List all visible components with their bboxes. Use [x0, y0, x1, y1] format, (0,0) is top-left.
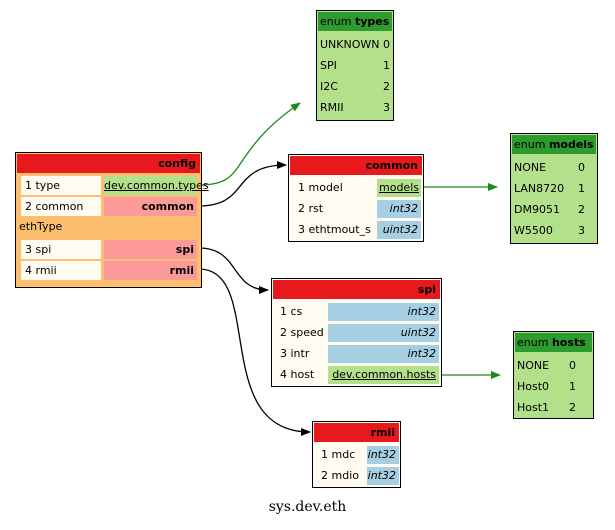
- rmii-field-label: 2 mdio: [316, 467, 366, 485]
- rmii-node: rmii 1 mdc int32 2 mdio int32: [312, 421, 401, 488]
- enum-value-number: 2: [578, 203, 585, 216]
- spi-field-type-link[interactable]: dev.common.hosts: [328, 366, 439, 384]
- common-title: common: [290, 156, 422, 175]
- spi-field-type: int32: [328, 345, 439, 363]
- edge-config-common-to-common: [198, 161, 287, 207]
- config-group-field-type: rmii: [104, 261, 197, 280]
- enum-prefix: enum: [517, 336, 549, 349]
- enum-name: hosts: [551, 336, 586, 349]
- enum-value-number: 0: [383, 38, 390, 51]
- enum-value-number: 2: [383, 80, 390, 93]
- spi-field-label: 2 speed: [275, 324, 327, 342]
- enum-value-number: 3: [578, 224, 585, 237]
- config-field-type-struct: common: [104, 197, 197, 216]
- enum-value-name: DM9051: [514, 203, 560, 216]
- enum-value-name: Host1: [517, 401, 550, 414]
- edge-config-rmii-to-rmii: [198, 268, 311, 436]
- spi-title: spi: [273, 280, 440, 299]
- common-field-label: 3 ethtmout_s: [292, 221, 376, 239]
- common-node: common 1 model models 2 rst int32 3 etht…: [288, 154, 424, 242]
- config-field-label: 2 common: [21, 197, 101, 216]
- spi-field-type: uint32: [328, 324, 439, 342]
- rmii-field-type: int32: [367, 467, 399, 485]
- config-node: config 1 type dev.common.types 2 common …: [15, 152, 209, 288]
- enum-value-name: LAN8720: [514, 182, 565, 195]
- common-field-label: 2 rst: [292, 200, 376, 218]
- enum-value-name: NONE: [514, 161, 547, 174]
- common-field-type: uint32: [377, 221, 421, 239]
- diagram-caption: sys.dev.eth: [268, 499, 347, 515]
- spi-field-label: 1 cs: [275, 303, 327, 321]
- spi-field-type: int32: [328, 303, 439, 321]
- spi-field-label: 3 intr: [275, 345, 327, 363]
- enum-prefix: enum: [320, 15, 352, 28]
- config-group-label: ethType: [19, 220, 63, 233]
- edge-config-spi-to-spi: [198, 247, 269, 294]
- enum-types-header: enum types: [318, 12, 392, 31]
- rmii-field-type: int32: [367, 446, 399, 464]
- enum-value-name: I2C: [320, 80, 338, 93]
- spi-node: spi 1 cs int32 2 speed uint32 3 intr int…: [271, 278, 442, 387]
- enum-value-name: W5500: [514, 224, 553, 237]
- config-group-field-label: 4 rmii: [21, 261, 101, 280]
- config-group-field-label: 3 spi: [21, 240, 101, 259]
- enum-prefix: enum: [514, 138, 546, 151]
- common-field-label: 1 model: [292, 179, 376, 197]
- enum-value-name: NONE: [517, 359, 550, 372]
- config-field-type-link[interactable]: dev.common.types: [104, 176, 209, 195]
- enum-value-number: 3: [383, 101, 390, 114]
- enum-value-number: 0: [578, 161, 585, 174]
- rmii-field-label: 1 mdc: [316, 446, 366, 464]
- enum-models-header: enum models: [512, 135, 596, 154]
- enum-value-name: SPI: [320, 59, 337, 72]
- enum-value-number: 1: [569, 380, 576, 393]
- rmii-title: rmii: [314, 423, 399, 442]
- edge-config-type-to-types: [198, 102, 301, 186]
- enum-value-name: UNKNOWN: [320, 38, 380, 51]
- enum-value-number: 1: [578, 182, 585, 195]
- enum-name: types: [354, 15, 390, 28]
- common-field-type-link[interactable]: models: [377, 179, 421, 197]
- spi-field-label: 4 host: [275, 366, 327, 384]
- enum-value-number: 2: [569, 401, 576, 414]
- config-field-label: 1 type: [21, 176, 101, 195]
- enum-value-number: 1: [383, 59, 390, 72]
- enum-models-node: enum models NONE 0 LAN8720 1 DM9051 2 W5…: [510, 133, 598, 244]
- enum-value-number: 0: [569, 359, 576, 372]
- common-field-type: int32: [377, 200, 421, 218]
- enum-hosts-node: enum hosts NONE 0 Host0 1 Host1 2: [513, 331, 594, 419]
- enum-value-name: Host0: [517, 380, 550, 393]
- config-group-field-type: spi: [104, 240, 197, 259]
- enum-name: models: [548, 138, 594, 151]
- enum-types-node: enum types UNKNOWN 0 SPI 1 I2C 2 RMII 3: [316, 10, 394, 121]
- enum-hosts-header: enum hosts: [515, 333, 592, 352]
- config-title: config: [17, 154, 200, 173]
- enum-value-name: RMII: [320, 101, 344, 114]
